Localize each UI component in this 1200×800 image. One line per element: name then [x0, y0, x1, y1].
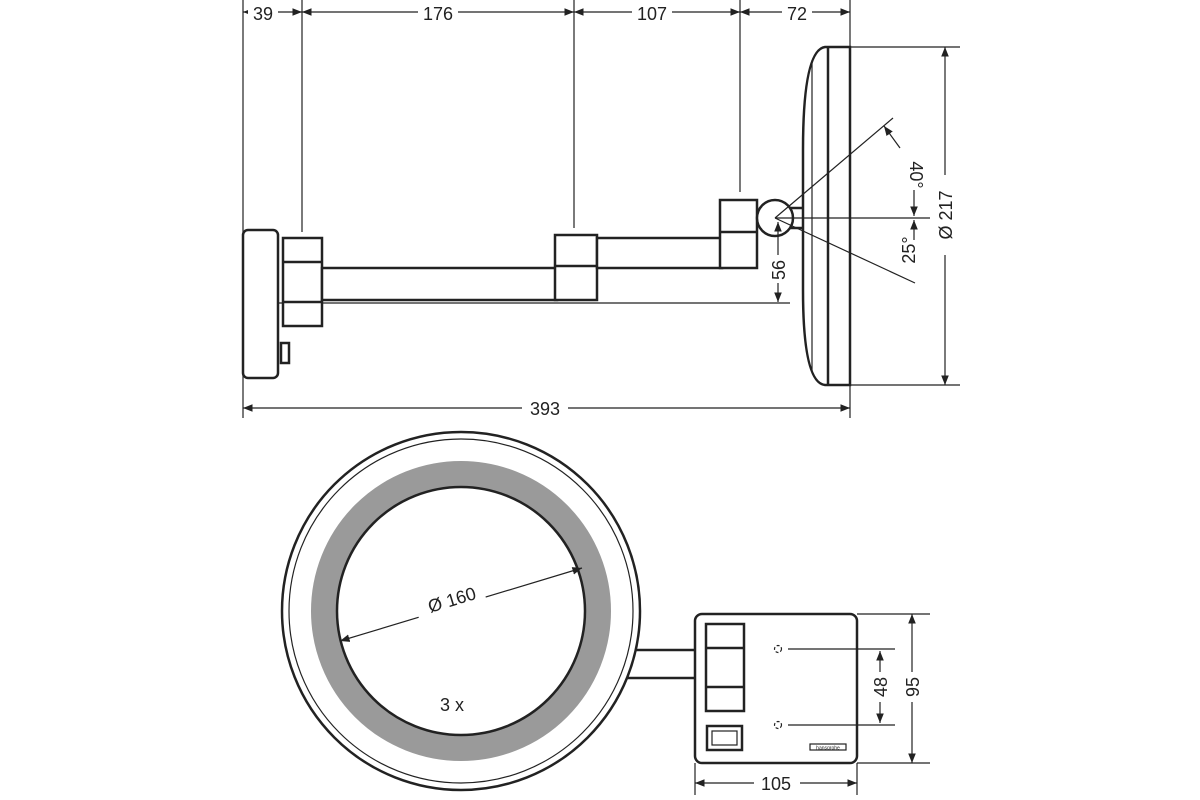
- dim-mirror-depth: 72: [787, 4, 807, 24]
- middle-joint: [553, 233, 599, 302]
- magnification-label: 3 x: [440, 695, 464, 715]
- wall-joint: [281, 236, 324, 328]
- dim-hole-spacing: 48: [871, 677, 891, 697]
- light-ring: [311, 461, 611, 761]
- switch: [279, 341, 291, 365]
- brand-label: hansgrohe: [816, 746, 840, 752]
- extension-lines: [242, 0, 960, 418]
- side-view: 39 176 107 72 393 Ø 217: [241, 0, 960, 419]
- wall-plate: [241, 228, 280, 380]
- arm-2: [595, 236, 724, 270]
- angle-down: 25°: [899, 236, 919, 263]
- angle-up: 40°: [906, 161, 926, 188]
- wall-plate-front: [693, 612, 859, 765]
- mirror-glass: [335, 485, 587, 737]
- dim-arm-1: 176: [423, 4, 453, 24]
- dim-mirror-diameter: Ø 217: [936, 190, 956, 239]
- front-view: Ø 160 3 x hansgrohe 48 95 105: [280, 430, 930, 795]
- dim-wall-depth: 39: [253, 4, 273, 24]
- mirror-side: [801, 45, 852, 387]
- arm-1: [320, 266, 559, 302]
- mounting-hole: [773, 644, 783, 654]
- dim-total-length: 393: [530, 399, 560, 419]
- power-switch: [705, 724, 744, 752]
- dim-plate-height: 95: [903, 677, 923, 697]
- mirror-joint: [718, 198, 759, 270]
- dim-plate-width: 105: [761, 774, 791, 794]
- mounting-hole: [773, 720, 783, 730]
- dim-arm-2: 107: [637, 4, 667, 24]
- dim-offset: 56: [769, 260, 789, 280]
